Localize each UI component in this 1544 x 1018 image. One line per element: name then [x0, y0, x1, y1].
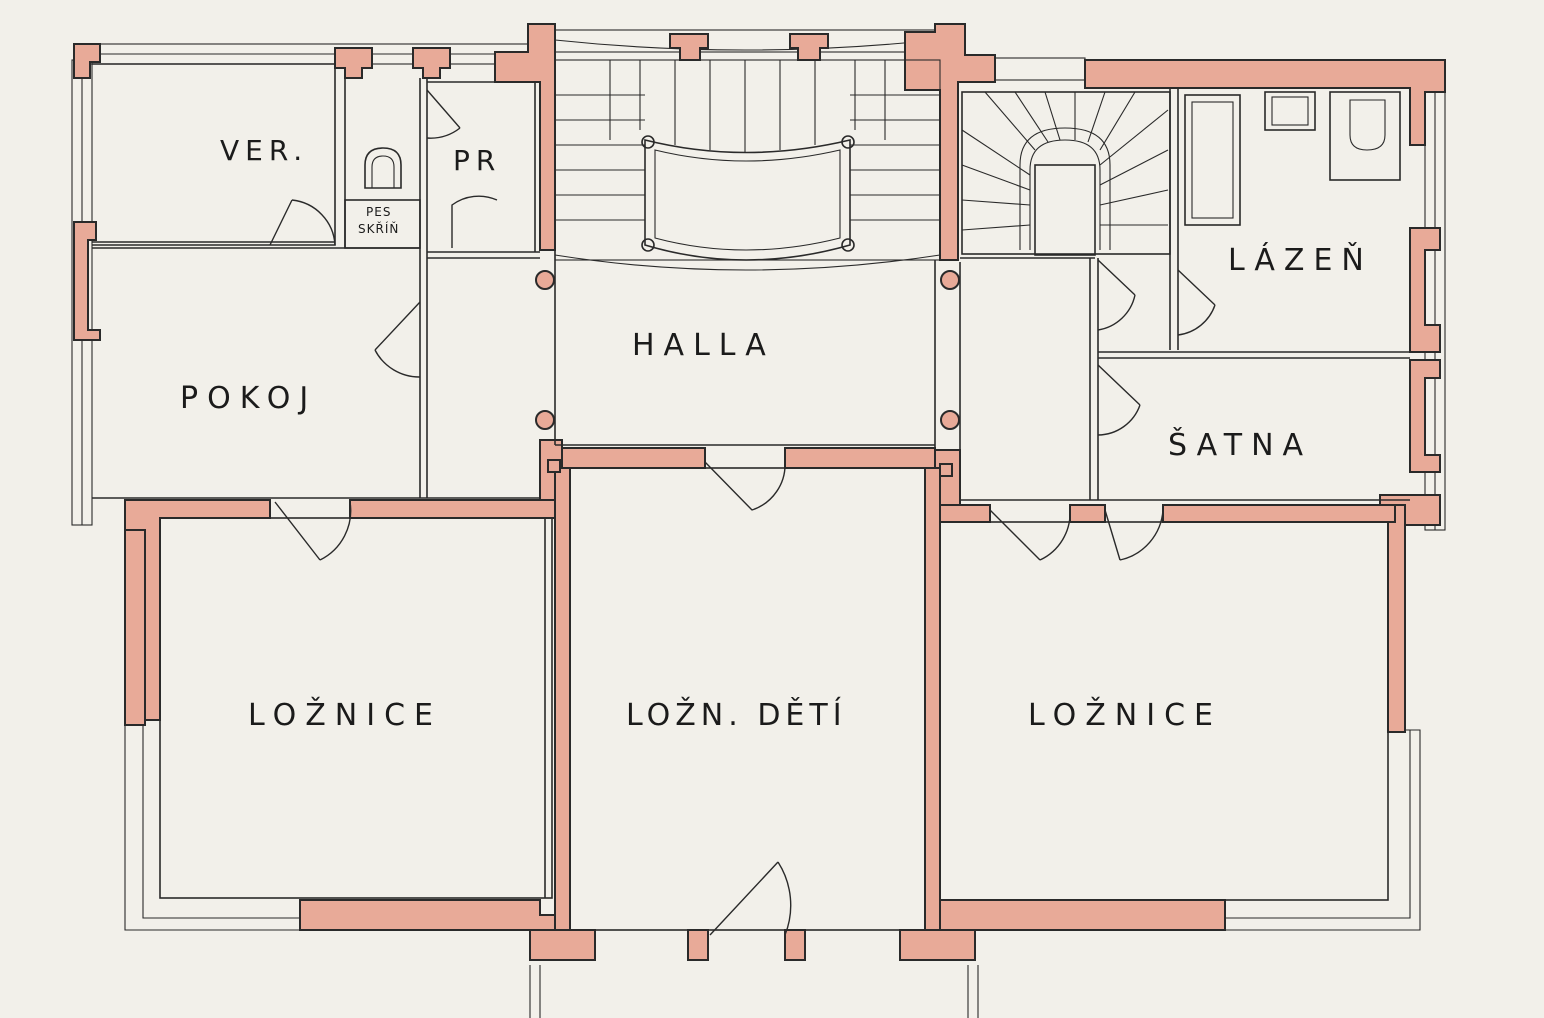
hall-label: HALLA	[632, 328, 775, 363]
dog-label: PES	[366, 205, 391, 219]
room-labels: VER. PR PES SKŘÍŇ HALLA POKOJ LÁZEŇ ŠATN…	[180, 134, 1373, 733]
wardrobe-label: ŠATNA	[1168, 426, 1312, 463]
bedroom-left-label: LOŽNICE	[248, 697, 442, 733]
pantry-label: PR	[453, 144, 501, 177]
sink-icon	[1264, 91, 1316, 131]
bathtub-icon	[1184, 94, 1241, 226]
room-label: POKOJ	[180, 381, 317, 416]
toilet-icon	[1329, 91, 1401, 181]
exterior-window-bands	[71, 29, 1446, 1018]
door-swings	[269, 89, 1216, 936]
bath-label: LÁZEŇ	[1228, 242, 1373, 278]
main-staircase	[535, 59, 960, 477]
kids-bedroom-label: LOŽN. DĚTÍ	[626, 697, 847, 733]
service-staircase	[961, 91, 1169, 256]
veranda-label: VER.	[220, 134, 308, 167]
closet-label: SKŘÍŇ	[358, 221, 399, 236]
bedroom-right-label: LOŽNICE	[1028, 697, 1222, 733]
interior-walls	[92, 63, 1410, 931]
bath-fixtures	[1184, 91, 1401, 226]
